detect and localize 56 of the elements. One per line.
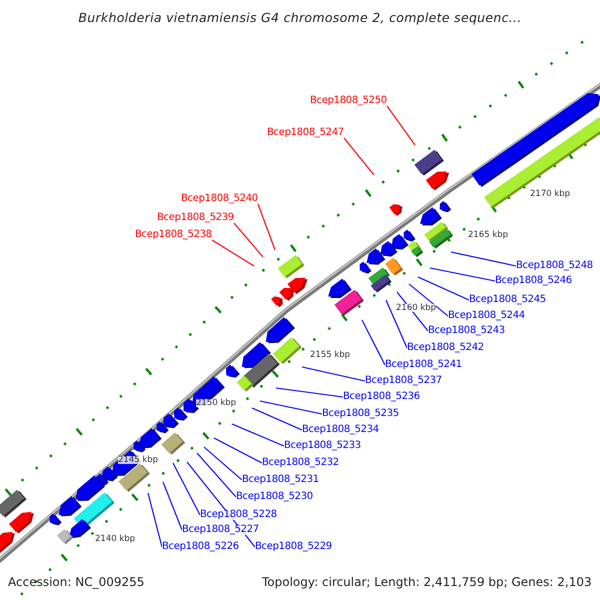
leader-line <box>276 387 344 398</box>
accession-text: Accession: NC_009255 <box>8 576 144 588</box>
gene-label: Bcep1808_5246 <box>495 276 572 286</box>
scale-label: 2140 kbp <box>95 534 136 543</box>
gene-label: Bcep1808_5244 <box>448 311 525 321</box>
gene-label: Bcep1808_5237 <box>365 376 442 386</box>
leader-line <box>418 276 470 300</box>
gene-label: Bcep1808_5228 <box>200 510 277 520</box>
gene-label: Bcep1808_5230 <box>236 492 313 502</box>
gene-label: Bcep1808_5238 <box>135 230 212 240</box>
leader-line <box>234 222 264 258</box>
scale-label: 2165 kbp <box>468 230 508 239</box>
leader-line <box>386 300 408 348</box>
gene-label: Bcep1808_5227 <box>182 525 259 535</box>
gene-label: Bcep1808_5245 <box>469 295 546 305</box>
leader-line <box>212 240 254 266</box>
leader-line <box>147 492 163 548</box>
scale-label: 2155 kbp <box>310 350 350 359</box>
leader-line <box>430 267 496 282</box>
scale-label: 2160 kbp <box>396 304 436 312</box>
leader-line <box>408 284 448 316</box>
leader-line <box>362 320 386 366</box>
leader-line <box>344 138 374 176</box>
scale-label: 2150 kbp <box>196 398 236 407</box>
gene-label: Bcep1808_5235 <box>322 409 399 419</box>
leader-line <box>450 251 516 267</box>
gene-label: Bcep1808_5240 <box>181 194 258 204</box>
gene-label: Bcep1808_5233 <box>284 441 361 451</box>
title: Burkholderia vietnamiensis G4 chromosome 2, complete sequenc... <box>77 12 523 24</box>
gene-label: Bcep1808_5247 <box>267 128 344 138</box>
leader-line <box>232 424 284 446</box>
gene-label: Bcep1808_5248 <box>516 261 593 271</box>
gene-label: Bcep1808_5239 <box>157 213 234 223</box>
leader-line <box>162 482 183 530</box>
gene-label: Bcep1808_5236 <box>343 392 420 402</box>
gene-label: Bcep1808_5226 <box>162 542 239 552</box>
gene-label: Bcep1808_5234 <box>302 425 379 435</box>
gene-label: Bcep1808_5242 <box>407 343 484 353</box>
gene-label: Bcep1808_5250 <box>310 96 387 106</box>
gene-label: Bcep1808_5231 <box>242 475 319 485</box>
leader-line <box>252 408 302 430</box>
leader-line <box>214 438 262 464</box>
leader-line <box>196 452 236 498</box>
leader-line <box>204 446 242 480</box>
gene-label: Bcep1808_5241 <box>385 360 462 370</box>
leader-line <box>302 366 366 382</box>
genome-summary: Topology: circular; Length: 2,411,759 bp; Genes: 2,103 <box>262 576 592 588</box>
leader-line <box>172 462 200 516</box>
leader-line <box>260 400 322 415</box>
gene-label: Bcep1808_5232 <box>262 458 339 468</box>
gene-label: Bcep1808_5243 <box>428 326 505 336</box>
scale-label: 2145 kbp <box>118 456 158 464</box>
leader-line <box>257 204 276 250</box>
gene-label: Bcep1808_5229 <box>255 542 332 552</box>
leader-line <box>386 106 416 146</box>
scale-label: 2170 kbp <box>530 190 570 198</box>
